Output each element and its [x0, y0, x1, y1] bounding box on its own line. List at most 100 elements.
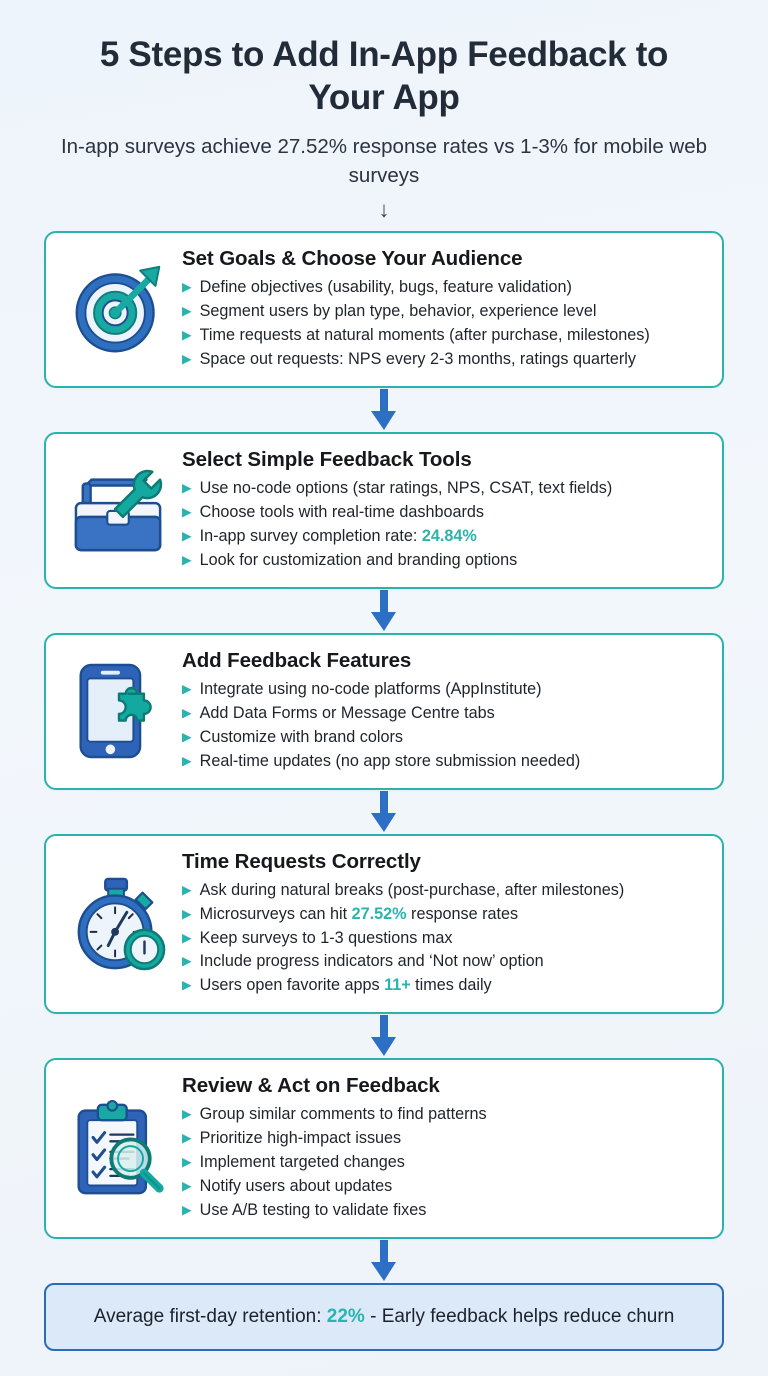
bullet-item: ▶Real-time updates (no app store submiss…	[182, 750, 706, 774]
bullet-triangle-icon: ▶	[182, 978, 192, 993]
connector-arrow-icon	[371, 790, 396, 832]
bullet-text: Space out requests: NPS every 2-3 months…	[199, 349, 636, 368]
step-title: Add Feedback Features	[182, 648, 412, 672]
highlight-value: 27.52%	[351, 904, 407, 923]
bullet-text: Keep surveys to 1-3 questions max	[199, 928, 453, 947]
bullet-item: ▶ Group similar comments to find patterns	[182, 1103, 706, 1127]
bullet-item: ▶ Space out requests: NPS every 2-3 month…	[182, 348, 706, 372]
bullet-text: Microsurveys can hit	[199, 904, 352, 923]
step-card-1: Set Goals & Choose Your Audience ▶ Define …	[44, 230, 724, 388]
connector-arrow-icon	[371, 388, 396, 430]
connector-arrow-icon	[371, 1240, 396, 1282]
bullet-text: response rates	[406, 904, 519, 923]
step-bullet-list: ▶ Integrate using no-code platforms (AppI…	[182, 678, 706, 774]
step-card-2: Select Simple Feedback Tools ▶ Use no-code…	[44, 431, 724, 589]
bullet-text: Users open favorite apps	[199, 976, 385, 995]
bullet-triangle-icon: ▶	[182, 528, 192, 543]
bullet-triangle-icon: ▶	[182, 279, 192, 294]
bullet-triangle-icon: ▶	[182, 351, 192, 366]
step-body: Add Feedback Features ▶ Integrate using no…	[178, 649, 706, 774]
bullet-line: Microsurveys can hit 27.52% response rat…	[200, 903, 519, 927]
connector-2	[44, 589, 724, 633]
bullet-triangle-icon: ▶	[182, 930, 192, 945]
bullet-text: Add Data Forms or Message Centre tabs	[199, 703, 495, 722]
bullet-text: Implement targeted changes	[199, 1153, 405, 1172]
step-bullet-list: ▶ Ask during natural breaks (post-purchas…	[182, 879, 706, 999]
bullet-text: times daily	[410, 976, 492, 995]
bullet-line: Users open favorite apps 11+ times daily	[200, 974, 492, 998]
bullet-line: Keep surveys to 1-3 questions max	[200, 927, 453, 951]
page-title: 5 Steps to Add In-App Feedback to Your A…	[99, 35, 669, 117]
target-arrow-icon	[60, 261, 178, 357]
clipboard-magnifier-icon	[60, 1099, 178, 1199]
bullet-line: Space out requests: NPS every 2-3 months…	[200, 348, 636, 372]
step-body: Time Requests Correctly▶Ask during natur…	[178, 850, 706, 999]
step-card-4: Time Requests Correctly▶Ask during natur…	[44, 833, 724, 1015]
bullet-line: Implement targeted changes	[200, 1151, 405, 1175]
connector-arrow-icon	[371, 1015, 396, 1057]
step-title: Review & Act on Feedback	[182, 1074, 440, 1098]
bullet-text: Integrate using no-code platforms (AppIn…	[199, 679, 542, 698]
bullet-text: Group similar comments to find patterns	[199, 1105, 487, 1124]
bullet-text: Ask during natural breaks (post-purchase…	[199, 880, 625, 899]
bullet-text: - Early feedback helps reduce churn	[364, 1306, 675, 1328]
step-body: Review & Act on Feedback ▶ Group similar c…	[178, 1074, 706, 1223]
bullet-line: Use A/B testing to validate fixes	[200, 1199, 427, 1223]
bullet-triangle-icon: ▶	[182, 954, 192, 969]
step-bullet-list: ▶ Group similar comments to find patterns…	[182, 1103, 706, 1223]
bullet-item: ▶ Integrate using no-code platforms (AppI…	[182, 678, 706, 702]
bullet-line: Prioritize high-impact issues	[200, 1127, 402, 1151]
bullet-line: Ask during natural breaks (post-purchase…	[200, 879, 625, 903]
step-title: Set Goals & Choose Your Audience	[182, 246, 523, 270]
bullet-triangle-icon: ▶	[182, 303, 192, 318]
bullet-item: ▶ Look for customization and branding opt…	[182, 549, 706, 573]
footer-banner: Average first-day retention: 22% - Early…	[44, 1283, 724, 1352]
bullet-triangle-icon: ▶	[182, 1107, 192, 1122]
bullet-text: Real-time updates (no app store submissi…	[199, 751, 581, 770]
bullet-line: Notify users about updates	[200, 1175, 393, 1199]
bullet-triangle-icon: ▶	[182, 1131, 192, 1146]
bullet-item: ▶ Prioritize high-impact issues	[182, 1127, 706, 1151]
bullet-triangle-icon: ▶	[182, 480, 192, 495]
bullet-line: Integrate using no-code platforms (AppIn…	[200, 678, 542, 702]
bullet-text: Use no-code options (star ratings, NPS, …	[199, 478, 613, 497]
bullet-text: Look for customization and branding opti…	[199, 550, 518, 569]
bullet-item: ▶ Implement targeted changes	[182, 1151, 706, 1175]
bullet-triangle-icon: ▶	[182, 906, 192, 921]
bullet-item: ▶ Microsurveys can hit 27.52% response ra…	[182, 903, 706, 927]
bullet-line: Look for customization and branding opti…	[200, 549, 518, 573]
bullet-item: ▶ Include progress indicators and ‘Not no…	[182, 950, 706, 974]
bullet-line: Customize with brand colors	[200, 726, 403, 750]
bullet-text: Customize with brand colors	[199, 727, 403, 746]
step-title: Select Simple Feedback Tools	[182, 447, 472, 471]
bullet-triangle-icon: ▶	[182, 681, 192, 696]
bullet-text: Prioritize high-impact issues	[199, 1129, 402, 1148]
bullet-text: Average first-day retention:	[93, 1306, 327, 1328]
bullet-item: ▶Segment users by plan type, behavior, e…	[182, 300, 706, 324]
bullet-triangle-icon: ▶	[182, 1203, 192, 1218]
bullet-item: ▶ Keep surveys to 1-3 questions max	[182, 927, 706, 951]
bullet-item: ▶Customize with brand colors	[182, 726, 706, 750]
bullet-item: ▶ In-app survey completion rate: 24.84%	[182, 525, 706, 549]
bullet-line: Include progress indicators and ‘Not now…	[200, 950, 544, 974]
step-body: Select Simple Feedback Tools ▶ Use no-code…	[178, 448, 706, 573]
steps-flow: Set Goals & Choose Your Audience ▶ Define …	[0, 230, 768, 1283]
bullet-line: In-app survey completion rate: 24.84%	[200, 525, 477, 549]
bullet-line: Real-time updates (no app store submissi…	[200, 750, 581, 774]
bullet-triangle-icon: ▶	[182, 1155, 192, 1170]
bullet-line: Group similar comments to find patterns	[200, 1103, 487, 1127]
highlight-value: 22%	[326, 1306, 365, 1328]
footer-text: Average first-day retention: 22% - Early…	[94, 1306, 675, 1328]
bullet-line: Use no-code options (star ratings, NPS, …	[200, 477, 613, 501]
bullet-triangle-icon: ▶	[182, 705, 192, 720]
bullet-text: Define objectives (usability, bugs, feat…	[199, 277, 572, 296]
bullet-line: Time requests at natural moments (after …	[200, 324, 650, 348]
bullet-item: ▶ Add Data Forms or Message Centre tabs	[182, 702, 706, 726]
bullet-text: Choose tools with real-time dashboards	[199, 502, 484, 521]
bullet-triangle-icon: ▶	[182, 552, 192, 567]
bullet-text: Notify users about updates	[199, 1177, 393, 1196]
bullet-line: Choose tools with real-time dashboards	[200, 501, 484, 525]
step-card-3: Add Feedback Features ▶ Integrate using no…	[44, 632, 724, 790]
down-arrow-icon: ↓	[378, 196, 390, 222]
bullet-item: ▶ Users open favorite apps 11+ times dail…	[182, 974, 706, 998]
